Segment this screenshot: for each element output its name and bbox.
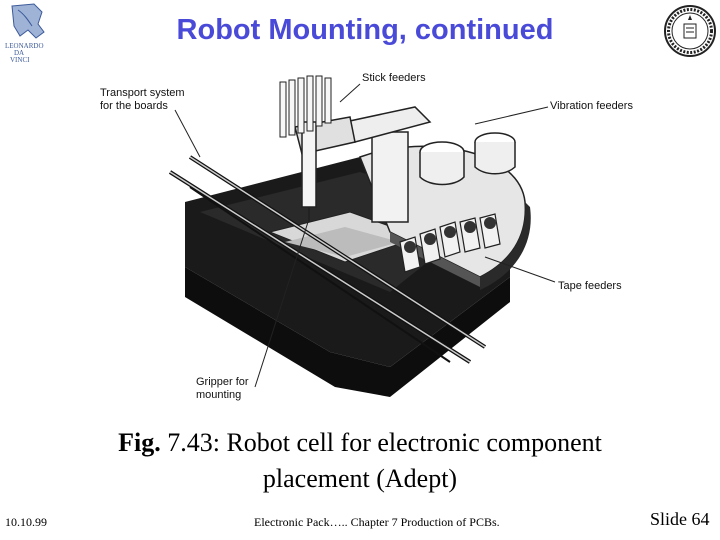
caption-prefix: Fig. [118, 428, 161, 457]
leonardo-logo: LEONARDO DA VINCI [2, 2, 52, 66]
callout-transport-line1: Transport system [100, 87, 185, 99]
university-seal-icon [662, 2, 718, 60]
callout-stick-feeders: Stick feeders [362, 72, 426, 84]
logo-text-line3: VINCI [10, 56, 30, 64]
slide-label: Slide [650, 509, 688, 529]
caption-line1-text: 7.43: Robot cell for electronic componen… [160, 428, 602, 457]
robot-cell-figure: Transport system for the boards Stick fe… [90, 62, 650, 417]
callout-transport-system: Transport system for the boards [100, 87, 185, 113]
caption-line2: placement (Adept) [262, 464, 458, 493]
figure-caption: Fig. 7.43: Robot cell for electronic com… [40, 425, 680, 497]
logo-text-line1: LEONARDO [5, 42, 44, 50]
slide-title: Robot Mounting, continued [176, 14, 554, 46]
slide-number: Slide 64 [650, 509, 710, 530]
logo-text-line2: DA [14, 49, 24, 57]
callout-transport-line2: for the boards [100, 100, 168, 112]
slide-number-value: 64 [691, 509, 710, 529]
callout-vibration-feeders: Vibration feeders [550, 100, 633, 112]
callout-gripper-line2: mounting [196, 389, 242, 401]
caption-line1: Fig. 7.43: Robot cell for electronic com… [40, 425, 680, 461]
callout-gripper-line1: Gripper for [196, 376, 249, 388]
footer-date: 10.10.99 [5, 515, 47, 529]
callout-gripper: Gripper for mounting [196, 376, 249, 402]
footer-course-info: Electronic Pack….. Chapter 7 Production … [254, 515, 500, 529]
robot-column [371, 131, 409, 223]
callout-tape-feeders: Tape feeders [558, 280, 622, 292]
